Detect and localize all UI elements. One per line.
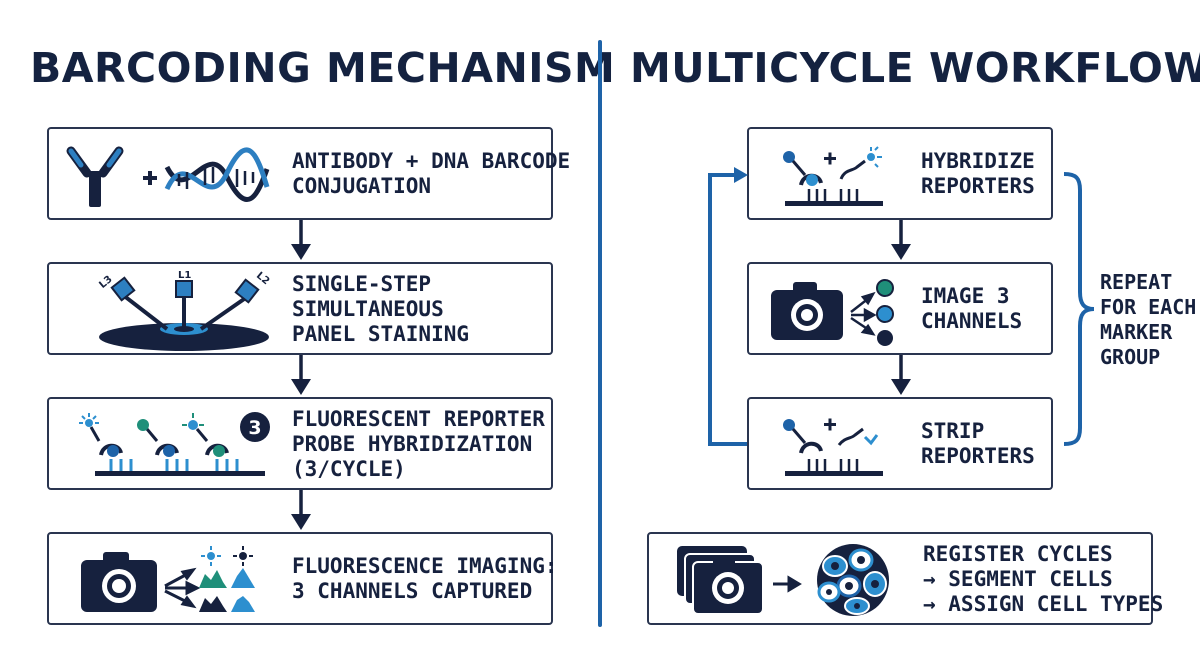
- step-antibody-conjugation: ANTIBODY + DNA BARCODE CONJUGATION: [47, 127, 570, 220]
- step-label: FLUORESCENT REPORTER PROBE HYBRIDIZATION…: [292, 407, 545, 481]
- step-hybridize-reporters: HYBRIDIZE REPORTERS: [747, 127, 1053, 220]
- reporter-probe-icon: [79, 413, 123, 457]
- channel-dot-teal: [876, 279, 894, 297]
- repeat-label: REPEAT FOR EACH MARKER GROUP: [1100, 270, 1197, 369]
- panel-staining-icon: L3 L1 L2: [97, 270, 271, 351]
- antibody-icon: [66, 146, 124, 207]
- step-label: FLUORESCENCE IMAGING: 3 CHANNELS CAPTURE…: [292, 554, 558, 603]
- column-divider: [598, 40, 602, 627]
- probe-label-l1: L1: [178, 270, 191, 281]
- step-panel-staining: L3 L1 L2 SINGLE-STEP SIMULTANEOUS PANEL …: [47, 262, 553, 355]
- camera-icon: [81, 552, 157, 612]
- repeat-bracket-icon: [1063, 172, 1095, 446]
- reporter-hybridization-icon: 3: [79, 412, 270, 476]
- camera-three-channels-icon: [771, 279, 894, 346]
- step-fluorescence-imaging: FLUORESCENCE IMAGING: 3 CHANNELS CAPTURE…: [47, 532, 558, 625]
- channel-histograms-icon: [199, 546, 255, 612]
- stacked-cameras-icon: [677, 546, 764, 615]
- segmented-cells-icon: [817, 544, 889, 616]
- reporter-probe-icon: [137, 419, 179, 457]
- antibody-dna-icon: [66, 146, 270, 207]
- cycle-count-badge: [240, 412, 270, 442]
- registration-segmentation-icon: [677, 544, 889, 616]
- channel-dot-navy: [877, 330, 893, 346]
- camera-icon: [771, 282, 843, 340]
- step-label: STRIP REPORTERS: [921, 419, 1035, 468]
- probe-l1-icon: [175, 280, 193, 329]
- loop-back-arrow-icon: [708, 167, 748, 446]
- down-arrow-icon: [291, 355, 311, 395]
- dna-helix-icon: [164, 147, 270, 202]
- step-image-channels: IMAGE 3 CHANNELS: [747, 262, 1053, 355]
- title-barcoding-mechanism: BARCODING MECHANISM: [30, 44, 616, 92]
- probe-l2-icon: [199, 278, 260, 331]
- strip-icon: [783, 418, 883, 476]
- probe-label-l2: L2: [254, 270, 271, 287]
- step-label: SINGLE-STEP SIMULTANEOUS PANEL STAINING: [292, 272, 470, 346]
- down-arrow-icon: [891, 355, 911, 395]
- hybridize-icon: [783, 146, 883, 206]
- plus-icon: [143, 171, 157, 185]
- down-arrow-icon: [291, 490, 311, 530]
- step-label: REGISTER CYCLES → SEGMENT CELLS → ASSIGN…: [923, 542, 1164, 616]
- probe-l3-icon: [110, 276, 169, 331]
- step-label: HYBRIDIZE REPORTERS: [921, 149, 1035, 198]
- step-label: ANTIBODY + DNA BARCODE CONJUGATION: [292, 149, 571, 198]
- step-strip-reporters: STRIP REPORTERS: [747, 397, 1053, 490]
- down-arrow-icon: [891, 220, 911, 260]
- down-arrow-icon: [291, 220, 311, 260]
- step-register-segment-assign: REGISTER CYCLES → SEGMENT CELLS → ASSIGN…: [647, 532, 1163, 625]
- channel-dot-blue: [876, 305, 894, 323]
- step-reporter-hybridization: 3 FLUORESCENT REPORTER PROBE HYBRIDIZATI…: [47, 397, 553, 490]
- title-multicycle-workflow: MULTICYCLE WORKFLOW: [630, 44, 1200, 92]
- reporter-probe-icon: [182, 413, 229, 457]
- step-label: IMAGE 3 CHANNELS: [921, 284, 1023, 333]
- camera-channels-icon: [81, 546, 255, 612]
- cycle-count-badge-text: 3: [248, 417, 261, 439]
